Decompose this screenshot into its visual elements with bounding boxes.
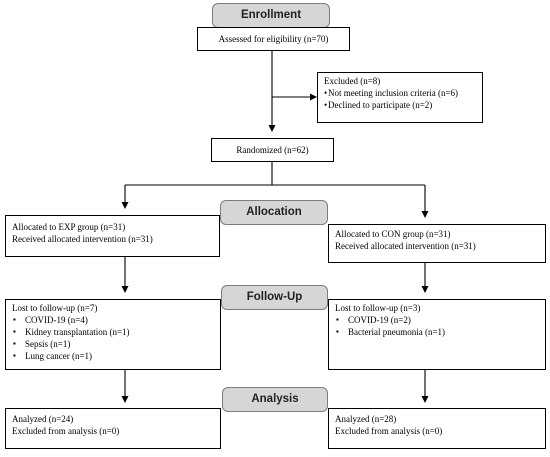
exp-analysis-line2: Excluded from analysis (n=0) <box>12 426 120 436</box>
stage-analysis-label: Analysis <box>251 392 299 405</box>
eligibility-box: Assessed for eligibility (n=70) <box>197 27 350 51</box>
stage-allocation: Allocation <box>220 200 328 225</box>
exp-analysis-line1: Analyzed (n=24) <box>12 414 74 424</box>
con-analysis-box: Analyzed (n=28) Excluded from analysis (… <box>328 408 546 449</box>
con-allocation-line2: Received allocated intervention (n=31) <box>335 241 476 251</box>
follow-up-reason-item: Sepsis (n=1) <box>12 338 214 350</box>
exp-follow-up-title: Lost to follow-up (n=7) <box>12 303 98 313</box>
excluded-reason-item: Declined to participate (n=2) <box>324 99 476 111</box>
exp-analysis-box: Analyzed (n=24) Excluded from analysis (… <box>5 408 221 449</box>
exp-allocation-line1: Allocated to EXP group (n=31) <box>12 222 126 232</box>
con-allocation-box: Allocated to CON group (n=31) Received a… <box>328 224 546 263</box>
exp-follow-up-reasons: COVID-19 (n=4) Kidney transplantation (n… <box>12 314 214 362</box>
randomized-text: Randomized (n=62) <box>236 145 309 155</box>
follow-up-reason-item: Lung cancer (n=1) <box>12 350 214 362</box>
exp-allocation-box: Allocated to EXP group (n=31) Received a… <box>5 215 220 257</box>
follow-up-reason-item: Bacterial pneumonia (n=1) <box>335 326 539 338</box>
con-analysis-line2: Excluded from analysis (n=0) <box>335 426 443 436</box>
con-analysis-line1: Analyzed (n=28) <box>335 414 397 424</box>
eligibility-text: Assessed for eligibility (n=70) <box>218 34 329 44</box>
stage-follow-up-label: Follow-Up <box>246 290 303 303</box>
excluded-title: Excluded (n=8) <box>324 76 381 86</box>
stage-analysis: Analysis <box>222 387 328 412</box>
excluded-box: Excluded (n=8) Not meeting inclusion cri… <box>317 72 483 123</box>
randomized-box: Randomized (n=62) <box>211 138 334 162</box>
con-follow-up-reasons: COVID-19 (n=2) Bacterial pneumonia (n=1) <box>335 314 539 338</box>
exp-follow-up-box: Lost to follow-up (n=7) COVID-19 (n=4) K… <box>5 299 221 370</box>
stage-enrollment: Enrollment <box>212 3 330 28</box>
follow-up-reason-item: COVID-19 (n=2) <box>335 314 539 326</box>
stage-enrollment-label: Enrollment <box>240 8 302 21</box>
exp-allocation-line2: Received allocated intervention (n=31) <box>12 234 153 244</box>
con-follow-up-title: Lost to follow-up (n=3) <box>335 303 421 313</box>
excluded-reason-item: Not meeting inclusion criteria (n=6) <box>324 87 476 99</box>
follow-up-reason-item: COVID-19 (n=4) <box>12 314 214 326</box>
con-follow-up-box: Lost to follow-up (n=3) COVID-19 (n=2) B… <box>328 299 546 370</box>
follow-up-reason-item: Kidney transplantation (n=1) <box>12 326 214 338</box>
con-allocation-line1: Allocated to CON group (n=31) <box>335 229 451 239</box>
excluded-reasons-list: Not meeting inclusion criteria (n=6) Dec… <box>324 87 476 111</box>
stage-follow-up: Follow-Up <box>221 285 328 310</box>
stage-allocation-label: Allocation <box>246 205 302 218</box>
